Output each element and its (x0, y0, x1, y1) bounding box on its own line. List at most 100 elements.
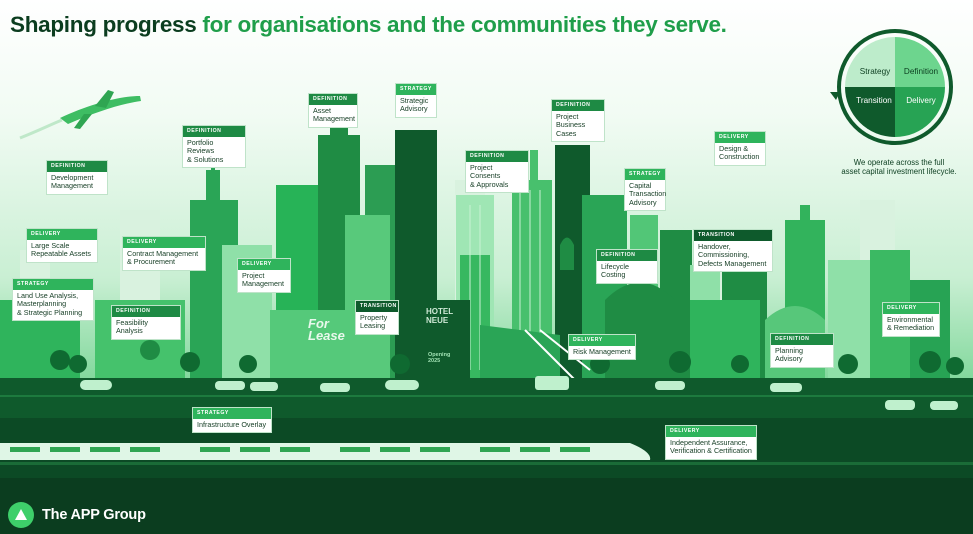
phase-tag: DELIVERY (27, 229, 97, 240)
service-text: Portfolio Reviews (187, 137, 215, 156)
service-text: Leasing (360, 321, 386, 331)
phase-tag: DEFINITION (47, 161, 107, 172)
train (0, 443, 651, 460)
service-text: Advisory (400, 104, 428, 114)
phase-tag: STRATEGY (625, 169, 665, 180)
cars (80, 376, 958, 410)
service-text: Asset (313, 105, 331, 115)
service-text: Feasibility Analysis (116, 317, 148, 336)
service-text: Management (51, 181, 93, 191)
service-text: Project Consents (470, 162, 501, 181)
tree-row (50, 350, 964, 375)
airplane-icon (19, 90, 141, 140)
service-text: Transaction (629, 189, 667, 199)
service-text: Large Scale (31, 240, 70, 250)
phase-tag: STRATEGY (396, 84, 436, 95)
phase-tag: DEFINITION (552, 100, 604, 111)
service-text: & Remediation (887, 323, 935, 333)
title-rest: for organisations and the communities th… (196, 12, 727, 37)
phase-tag: DEFINITION (112, 306, 180, 317)
service-text: Project (242, 270, 265, 280)
service-text: Independent Assurance, (670, 437, 748, 447)
service-text: & Procurement (127, 257, 175, 267)
service-text: & Approvals (470, 179, 509, 189)
logo-mark-icon (8, 502, 34, 528)
service-text: Design & (719, 143, 749, 153)
phase-tag: DELIVERY (123, 237, 205, 248)
service-text: Business Cases (556, 120, 586, 138)
cycle-quadrant-strategy: Strategy (859, 67, 891, 76)
phase-tag: TRANSITION (356, 301, 398, 312)
service-text: Development (51, 172, 94, 182)
service-text: Lifecycle Costing (601, 261, 629, 280)
phase-tag: DEFINITION (309, 94, 357, 105)
service-text: Construction (719, 152, 760, 162)
crane-icon (524, 329, 591, 381)
footer-band (0, 478, 973, 534)
lifecycle-wheel (830, 29, 953, 145)
service-text: Contract Management (127, 248, 199, 258)
service-text: Infrastructure Overlay (197, 419, 267, 429)
cycle-quadrant-delivery: Delivery (906, 96, 936, 105)
phase-tag: STRATEGY (193, 408, 271, 419)
phase-tag: TRANSITION (694, 230, 772, 241)
brand-name: The APP Group (42, 507, 146, 523)
service-text: & Solutions (187, 154, 224, 164)
phase-tag: DEFINITION (183, 126, 245, 137)
road (0, 378, 973, 418)
service-text: & Strategic Planning (17, 307, 83, 317)
service-text: Project (556, 111, 579, 121)
title-emphasis: Shaping progress (10, 12, 197, 37)
phase-tag: DELIVERY (238, 259, 290, 270)
service-text: Management (242, 279, 284, 289)
phase-tag: DELIVERY (715, 132, 765, 143)
service-text: Management (313, 114, 355, 124)
opening-sign: Opening 2025 (428, 352, 451, 364)
phase-tag: DEFINITION (466, 151, 528, 162)
phase-tag: DEFINITION (597, 250, 657, 261)
service-text: Advisory (629, 197, 657, 207)
cycle-caption: We operate across the full asset capital… (841, 158, 957, 177)
service-text: Repeatable Assets (31, 249, 91, 259)
service-text: Commissioning, (698, 250, 750, 260)
brand-logo[interactable]: The APP Group (8, 502, 146, 528)
service-text: Masterplanning (17, 299, 67, 309)
service-text: Property (360, 312, 388, 322)
cycle-quadrant-definition: Definition (903, 67, 939, 76)
service-text: Verification & Certification (670, 446, 752, 456)
service-text: Environmental (887, 314, 933, 324)
cycle-quadrant-transition: Transition (856, 96, 892, 105)
phase-tag: DELIVERY (666, 426, 756, 437)
service-text: Strategic (400, 95, 429, 105)
phase-tag: DEFINITION (771, 334, 833, 345)
service-text: Planning Advisory (775, 345, 803, 364)
hotel-sign: HOTEL NEUE (426, 307, 453, 325)
phase-tag: DELIVERY (883, 303, 939, 314)
service-text: Handover, (698, 241, 731, 251)
page-title: Shaping progress for organisations and t… (10, 12, 727, 38)
phase-tag: DELIVERY (569, 335, 635, 346)
service-text: Land Use Analysis, (17, 290, 79, 300)
service-text: Risk Management (573, 346, 631, 356)
